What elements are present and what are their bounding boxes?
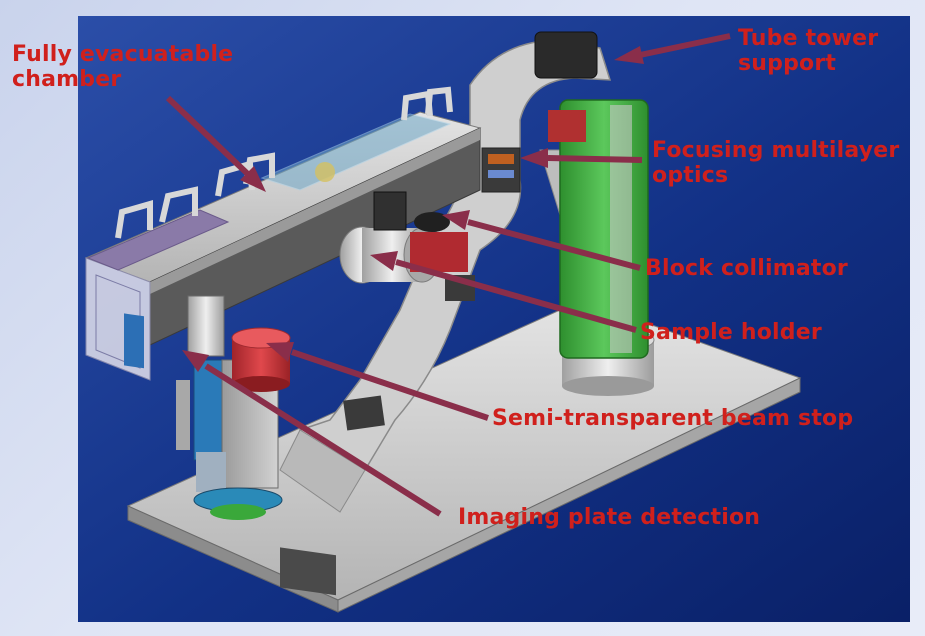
label-chamber-line1: Fully evacuatable xyxy=(12,42,234,67)
label-beam-stop: Semi-transparent beam stop xyxy=(492,406,854,431)
arrow-optics xyxy=(520,148,643,168)
label-tube-tower: Tube tower support xyxy=(738,26,878,76)
arrow-detection xyxy=(182,350,442,517)
label-tube-line1: Tube tower xyxy=(738,26,879,51)
arrow-tube xyxy=(614,33,731,64)
label-optics: Focusing multilayer optics xyxy=(652,138,899,188)
optics-block xyxy=(481,147,521,193)
arrow-beamstop xyxy=(266,342,489,421)
arrow-collimator xyxy=(442,210,641,271)
label-chamber-line2: chamber xyxy=(12,67,122,92)
label-chamber: Fully evacuatable chamber xyxy=(12,42,233,92)
label-optics-line1: Focusing multilayer xyxy=(652,138,900,163)
beam-stop xyxy=(231,327,291,392)
arrow-chamber xyxy=(165,95,266,192)
label-collimator: Block collimator xyxy=(645,256,848,281)
arrow-sample xyxy=(370,251,637,333)
label-optics-line2: optics xyxy=(652,163,729,188)
evacuatable-chamber xyxy=(84,86,482,381)
tube-tower xyxy=(534,31,649,359)
label-detection: Imaging plate detection xyxy=(458,505,761,530)
label-sample-holder: Sample holder xyxy=(640,320,822,345)
label-tube-line2: support xyxy=(738,51,837,76)
